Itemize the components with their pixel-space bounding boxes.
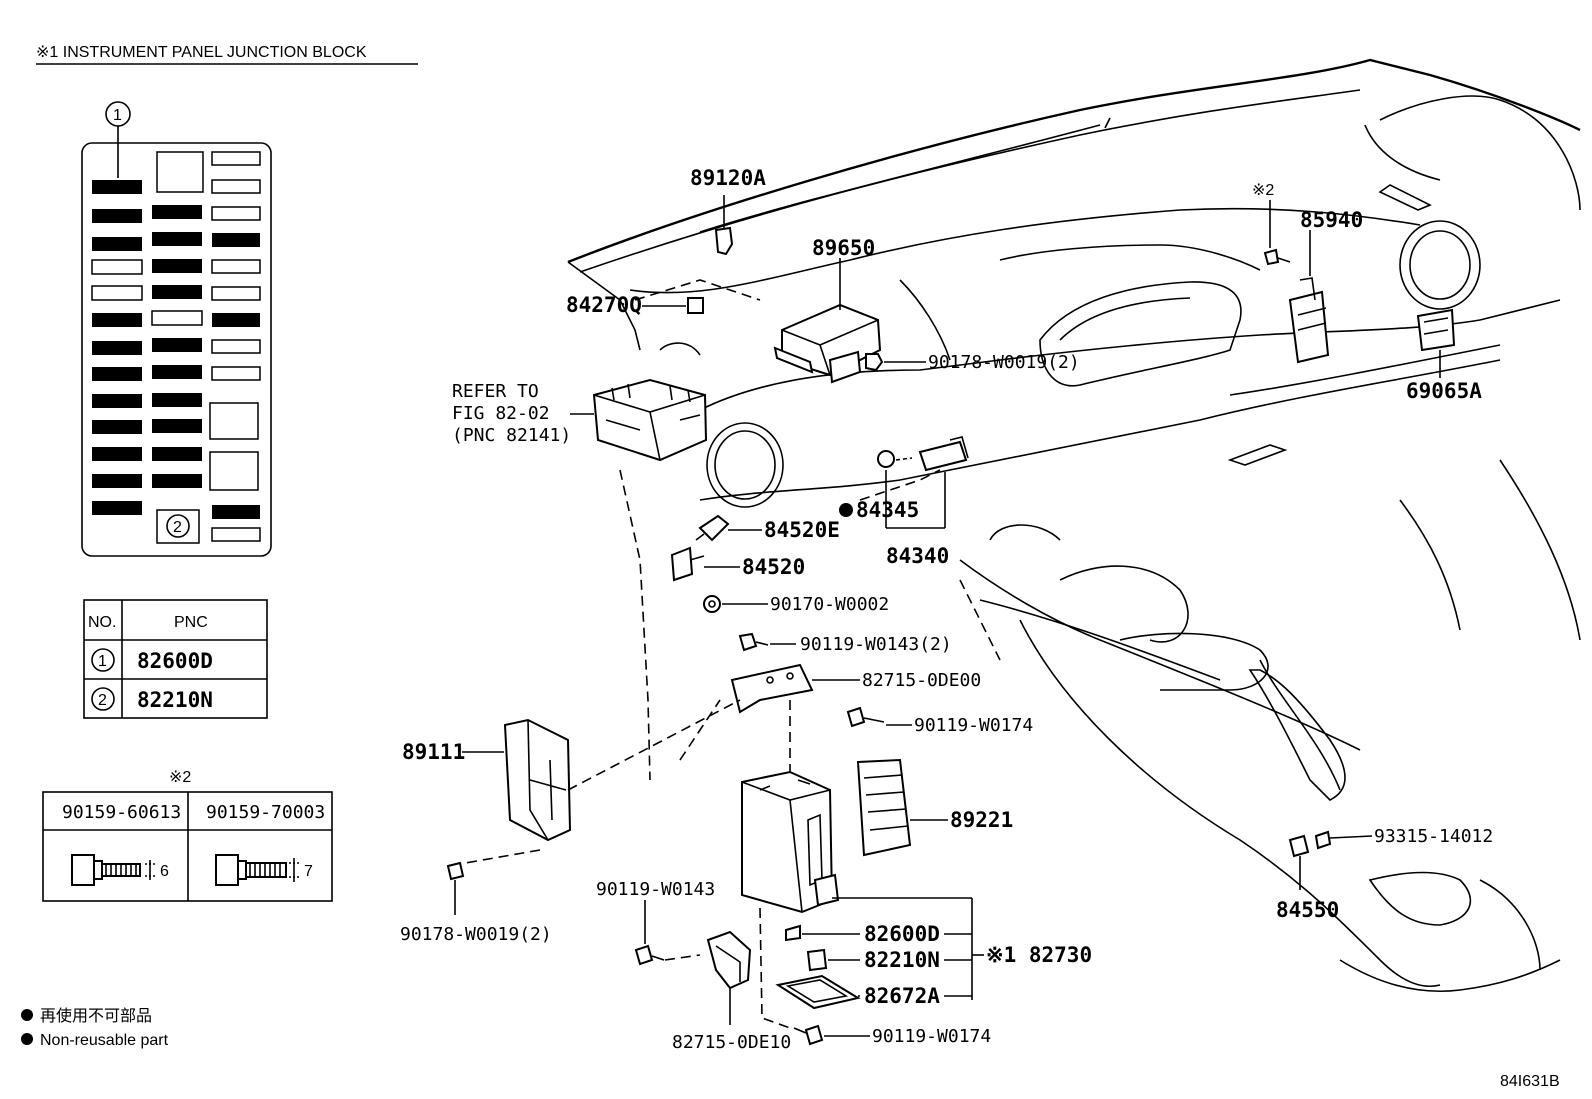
bolt-table-note: ※2 [169,769,191,786]
label-89221: 89221 [950,808,1013,832]
non-reusable-dot-84345 [839,503,853,517]
label-89120A: 89120A [690,166,766,190]
label-69065A: 69065A [1406,379,1482,403]
label-84520E: 84520E [764,518,840,542]
label-90119-W0174-lower: 90119-W0174 [872,1026,991,1047]
callout-2-label: 2 [173,519,182,536]
part-84520 [670,546,740,582]
part-82715-0DE00 [730,663,860,714]
pnc-table-header-no: NO. [88,614,116,631]
part-82715-0DE10 [706,930,752,1025]
part-82210N [806,948,860,972]
callout-1-label: 1 [113,107,122,124]
bolt-col-2-length: 7 [304,863,313,880]
part-84520E [695,514,762,542]
pnc-table [83,599,268,719]
note-85940: ※2 [1252,182,1274,199]
pnc-row-1-value: 82600D [137,649,213,673]
label-90170: 90170-W0002 [770,594,889,615]
bolt-6-drawing [71,854,155,886]
label-82730: ※1 82730 [986,943,1092,967]
part-89120A [714,195,734,256]
label-84270Q: 84270Q [566,293,642,317]
part-84340 [877,436,969,529]
legend-dot-2 [21,1033,33,1045]
label-82600D: 82600D [864,922,940,946]
label-82715-0DE00: 82715-0DE00 [862,670,981,691]
label-84345: 84345 [856,498,919,522]
pnc-table-header-pnc: PNC [174,614,208,631]
pnc-row-2-no: 2 [98,692,107,709]
label-85940: 85940 [1300,208,1363,232]
pnc-row-1-no: 1 [98,653,107,670]
part-89111 [453,699,741,866]
bracket-82730 [832,897,984,1000]
label-82715-0DE10: 82715-0DE10 [672,1032,791,1053]
legend-line-1: 再使用不可部品 [40,1007,152,1025]
label-90119-W0143: 90119-W0143 [596,879,715,900]
label-84340: 84340 [886,544,949,568]
refer-to-line-2: FIG 82-02 [452,403,550,424]
figure-id: 84I631B [1500,1073,1560,1090]
part-85940-bolt [1263,200,1291,266]
part-82141-junction [592,378,708,462]
bolt-7-drawing [215,854,299,886]
legend-line-2: Non-reusable part [40,1032,169,1049]
part-90178-top [865,353,926,372]
label-93315: 93315-14012 [1374,826,1493,847]
part-90119-W0143 [634,900,701,966]
part-69065A [1416,308,1456,378]
label-82210N: 82210N [864,948,940,972]
part-89650 [773,258,882,384]
label-90119-W0174-upper: 90119-W0174 [914,715,1033,736]
label-89111: 89111 [402,740,465,764]
pnc-row-1-circle [91,648,115,672]
label-84550: 84550 [1276,898,1339,922]
legend-dot-1 [21,1009,33,1021]
label-82672A: 82672A [864,984,940,1008]
junction-block-title: ※1 INSTRUMENT PANEL JUNCTION BLOCK [36,44,367,61]
part-90119-W0143-2 [738,632,796,652]
label-89650: 89650 [812,236,875,260]
part-85940 [1288,230,1330,364]
part-82672A [775,974,861,1010]
pnc-row-2-circle [91,687,115,711]
junction-block-body [81,142,272,557]
refer-to-line-3: (PNC 82141) [452,425,571,446]
label-90178-left: 90178-W0019(2) [400,924,552,945]
part-90178-left [446,861,465,915]
part-89221 [856,758,948,857]
bolt-table [42,791,333,902]
part-90119-W0174-upper [846,706,912,728]
pnc-row-2-value: 82210N [137,688,213,712]
part-82600D [785,924,860,942]
bolt-col-1-length: 6 [160,863,169,880]
part-84550 [1288,830,1373,890]
part-90119-W0174-lower [793,1024,870,1046]
label-90178-top: 90178-W0019(2) [928,352,1080,373]
refer-to-line-1: REFER TO [452,381,539,402]
dashboard-outline [567,58,1581,993]
bolt-col-1-pnc: 90159-60613 [62,802,181,823]
part-90170 [703,595,768,613]
label-84520: 84520 [742,555,805,579]
part-84270Q [687,297,704,314]
bolt-col-2-pnc: 90159-70003 [206,802,325,823]
label-90119-W0143-2: 90119-W0143(2) [800,634,952,655]
callout-2-circle [166,514,190,538]
